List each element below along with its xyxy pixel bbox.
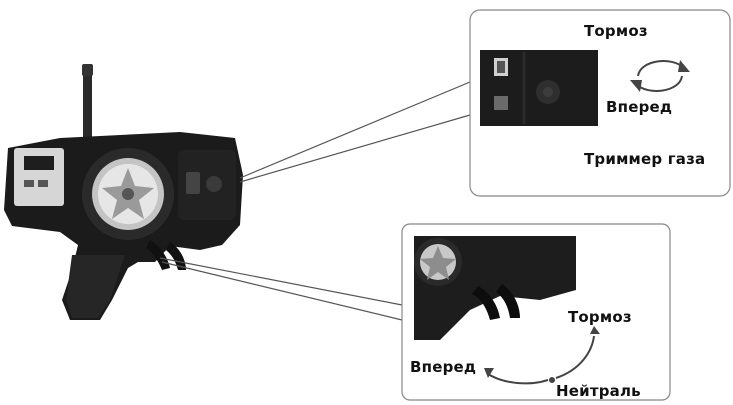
neutral-point	[549, 377, 555, 383]
steering-wheel	[82, 148, 174, 240]
antenna	[83, 70, 92, 140]
neutral-label: Нейтраль	[556, 382, 641, 400]
top-forward-label: Вперед	[606, 98, 673, 116]
top-callout-photo	[480, 50, 598, 126]
bottom-callout-leader	[159, 257, 403, 321]
throttle-trigger-2	[166, 242, 186, 270]
bottom-brake-label: Тормоз	[568, 308, 632, 326]
top-brake-label: Тормоз	[584, 22, 648, 40]
panel-switch	[24, 180, 34, 187]
rc-transmitter	[4, 64, 243, 320]
trim-knob	[186, 172, 200, 194]
bottom-callout-photo	[414, 236, 576, 340]
trim-dial	[206, 176, 222, 192]
throttle-trim-label: Триммер газа	[584, 150, 706, 168]
panel-switch-2	[38, 180, 48, 187]
top-rotation-arrows	[630, 60, 690, 92]
bottom-forward-label: Вперед	[410, 358, 477, 376]
bottom-trigger-arrows	[484, 326, 600, 385]
top-callout-leader	[239, 81, 471, 183]
arrow-to-forward	[487, 373, 549, 385]
antenna-tip	[82, 64, 93, 76]
grip	[66, 255, 125, 318]
arrow-to-brake	[555, 335, 595, 379]
display-screen	[24, 156, 54, 170]
